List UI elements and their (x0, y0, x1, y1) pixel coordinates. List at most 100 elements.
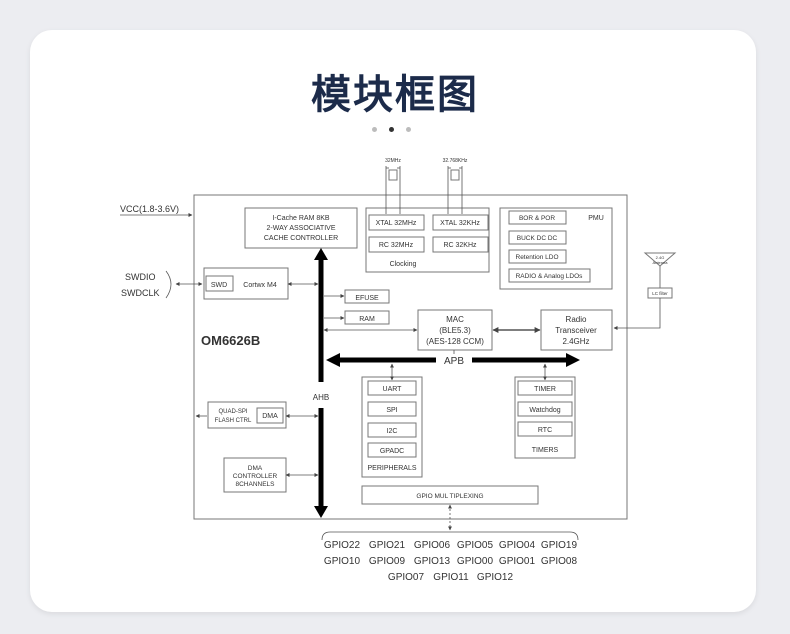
quadspi-line2: FLASH CTRL (215, 418, 252, 424)
crystal-32mhz-icon (385, 166, 401, 214)
icache-line2: 2-WAY ASSOCIATIVE (267, 225, 336, 232)
apb-arrow-left (326, 353, 340, 367)
antenna-icon (643, 252, 677, 288)
ram-box (344, 310, 390, 325)
gpio-mux-label: GPIO MUL TIPLEXING (416, 493, 483, 500)
periph-uart-box (367, 380, 417, 396)
gpio-r1-2: GPIO13 (414, 556, 451, 567)
periph-gpadc-label: GPADC (380, 448, 404, 455)
gpio-r2-1: GPIO11 (433, 572, 469, 583)
icache-line1: I-Cache RAM 8KB (272, 215, 330, 222)
dma-controller-box (223, 457, 287, 493)
gpio-brace (321, 531, 579, 541)
gpio-r0-0: GPIO22 (324, 540, 361, 551)
pmu-title: PMU (588, 215, 604, 222)
mac-box (417, 309, 493, 351)
quadspi-dma-box (256, 407, 284, 424)
pmu-item-bor (508, 210, 567, 225)
gpio-r1-1: GPIO09 (369, 556, 406, 567)
cortex-label: Cortwx M4 (243, 282, 277, 289)
swd-label: SWD (211, 282, 227, 289)
pmu-item-buck-label: BUCK DC DC (517, 235, 558, 242)
swd-brace (165, 270, 172, 299)
antenna-label-1: 2.4G (656, 255, 665, 260)
periph-i2c-box (367, 422, 417, 438)
gpio-r1-5: GPIO08 (541, 556, 578, 567)
dma-ctrl-line2: CONTROLLER (233, 473, 278, 480)
mac-line1: MAC (446, 315, 464, 324)
pmu-item-ldo (508, 249, 567, 264)
radio-line2: Transceiver (555, 326, 597, 335)
vcc-label: VCC(1.8-3.6V) (120, 204, 179, 214)
gpio-r1-0: GPIO10 (324, 556, 361, 567)
gpio-r0-5: GPIO19 (541, 540, 578, 551)
periph-i2c-label: I2C (387, 428, 398, 435)
icache-line3: CACHE CONTROLLER (264, 235, 338, 242)
pmu-item-radio-ldo (508, 268, 591, 283)
gpio-r1-3: GPIO00 (457, 556, 494, 567)
efuse-box (344, 289, 390, 304)
pager-dot[interactable] (406, 127, 411, 132)
pager-dot[interactable] (372, 127, 377, 132)
antenna-label-2: Antenna (653, 260, 669, 265)
gpio-r2-2: GPIO12 (477, 572, 514, 583)
efuse-label: EFUSE (355, 295, 379, 302)
periph-spi-label: SPI (386, 407, 397, 414)
gpio-r2-0: GPIO07 (388, 572, 425, 583)
radio-box (540, 309, 613, 351)
radio-line3: 2.4GHz (562, 337, 589, 346)
gpio-r0-3: GPIO05 (457, 540, 494, 551)
watchdog-label: Watchdog (529, 407, 560, 414)
swdclk-label: SWDCLK (121, 288, 160, 298)
xtal-32khz-box (432, 214, 489, 231)
rc-32mhz-label: RC 32MHz (379, 242, 414, 249)
periph-gpadc-box (367, 442, 417, 458)
ahb-arrow-down (314, 506, 328, 518)
gpio-r0-4: GPIO04 (499, 540, 536, 551)
apb-arrow-right (566, 353, 580, 367)
radio-antenna-line (613, 298, 661, 330)
page-title: 模块框图 (311, 72, 479, 118)
quadspi-dma-label: DMA (262, 413, 278, 420)
gpio-r1-4: GPIO01 (499, 556, 536, 567)
xtal-32mhz-label: XTAL 32MHz (376, 220, 417, 227)
rc-32khz-box (432, 236, 489, 253)
timer-label: TIMER (534, 386, 556, 393)
apb-label: APB (444, 356, 464, 367)
gpio-list: GPIO22 GPIO21 GPIO06 GPIO05 GPIO04 GPIO1… (324, 540, 578, 583)
ahb-arrow-up (314, 248, 328, 260)
crystal-32768-icon (447, 166, 463, 214)
gpio-mux-box (361, 485, 539, 505)
pmu-item-buck (508, 230, 567, 245)
swd-box (205, 275, 234, 292)
gpio-r0-2: GPIO06 (414, 540, 451, 551)
chip-name: OM6626B (201, 333, 260, 348)
gpio-r0-1: GPIO21 (369, 540, 406, 551)
rtc-box (517, 421, 573, 437)
dma-ctrl-line3: 8CHANNELS (235, 481, 275, 488)
timers-title: TIMERS (532, 447, 559, 454)
ram-label: RAM (359, 316, 375, 323)
rc-32mhz-box (368, 236, 425, 253)
xtal-32khz-label: XTAL 32KHz (440, 220, 480, 227)
xtal-32mhz-box (368, 214, 425, 231)
timer-box (517, 380, 573, 396)
watchdog-box (517, 401, 573, 417)
ahb-label: AHB (313, 393, 329, 402)
rtc-label: RTC (538, 427, 552, 434)
icache-box (244, 207, 358, 249)
lc-filter-label: LC filter (652, 291, 668, 296)
clocking-label: Clocking (390, 261, 417, 268)
radio-line1: Radio (566, 315, 587, 324)
dma-ctrl-line1: DMA (248, 465, 263, 472)
swdio-label: SWDIO (125, 272, 156, 282)
periph-uart-label: UART (383, 386, 403, 393)
pmu-item-bor-label: BOR & POR (519, 215, 555, 222)
quadspi-line1: QUAD-SPI (218, 409, 247, 415)
pager-dot-active[interactable] (389, 127, 394, 132)
carousel-pager (372, 126, 416, 134)
pmu-item-ldo-label: Retention LDO (516, 254, 559, 261)
rc-32khz-label: RC 32KHz (443, 242, 477, 249)
mac-line3: (AES-128 CCM) (426, 337, 484, 346)
